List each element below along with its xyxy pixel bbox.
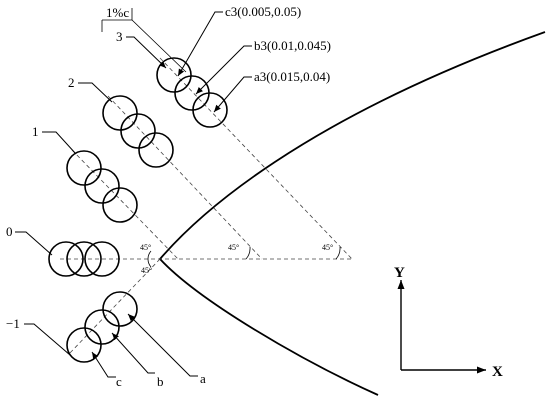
- probe-circle-row2-a: [138, 132, 174, 168]
- label-b: b: [157, 374, 164, 389]
- probe-circle-row1-c: [66, 150, 102, 186]
- leader-row2: [78, 82, 113, 103]
- angle-label-left-upper: 45°: [140, 243, 151, 252]
- label-b3: b3(0.01,0.045): [254, 38, 331, 53]
- row-label-2: 2: [68, 75, 75, 90]
- angle-label-middle: 45°: [228, 243, 239, 252]
- row-label-neg1: −1: [6, 316, 20, 331]
- probe-circle-c3: [156, 57, 192, 93]
- construction-line-row2: [107, 95, 263, 260]
- one-pct-c-label: 1%c: [106, 5, 129, 20]
- row-label-1: 1: [32, 124, 39, 139]
- label-c: c: [116, 374, 122, 389]
- leader-row-neg1: [24, 323, 71, 356]
- construction-line-row1: [71, 149, 179, 260]
- probe-circle-row1-a: [102, 187, 138, 223]
- leader-row0: [15, 231, 53, 256]
- angle-label-left-lower: 45°: [141, 266, 152, 275]
- probe-circle-row0-b: [66, 241, 102, 277]
- x-axis-label: X: [492, 364, 503, 380]
- angle-arc-right: [335, 246, 341, 260]
- leader-b: [111, 332, 155, 374]
- probe-circle-row1-b: [84, 168, 120, 204]
- probe-circle-row2-b: [120, 113, 156, 149]
- construction-line-row3: [159, 57, 353, 260]
- leader-a: [127, 313, 198, 377]
- probe-circle-a3: [192, 92, 228, 128]
- leader-row3: [126, 36, 167, 69]
- angle-label-right: 45°: [322, 243, 333, 252]
- angle-arc-left-lower: [147, 258, 152, 268]
- angle-arc-middle: [245, 246, 251, 260]
- y-axis-label: Y: [394, 265, 405, 281]
- label-a: a: [200, 371, 206, 386]
- leader-c: [91, 351, 116, 378]
- leading-edge-curve: [158, 31, 546, 396]
- leader-b3: [195, 45, 252, 95]
- construction-line-row-neg1: [67, 258, 161, 356]
- label-c3: c3(0.005,0.05): [225, 4, 301, 19]
- leader-c3: [177, 11, 223, 77]
- probe-circle-row-neg1-a: [102, 291, 138, 327]
- probe-circle-b3: [174, 75, 210, 111]
- probe-circle-row-neg1-c: [66, 327, 102, 363]
- probe-circle-row2-c: [102, 95, 138, 131]
- angle-arc-left-upper: [147, 250, 152, 260]
- probe-circle-row-neg1-b: [84, 309, 120, 345]
- row-label-3: 3: [116, 29, 123, 44]
- label-a3: a3(0.015,0.04): [254, 69, 330, 84]
- leader-row1: [42, 131, 77, 155]
- row-label-0: 0: [6, 224, 13, 239]
- probe-circle-row0-c: [48, 241, 84, 277]
- leader-a3: [213, 76, 252, 113]
- probe-circle-row0-a: [84, 241, 120, 277]
